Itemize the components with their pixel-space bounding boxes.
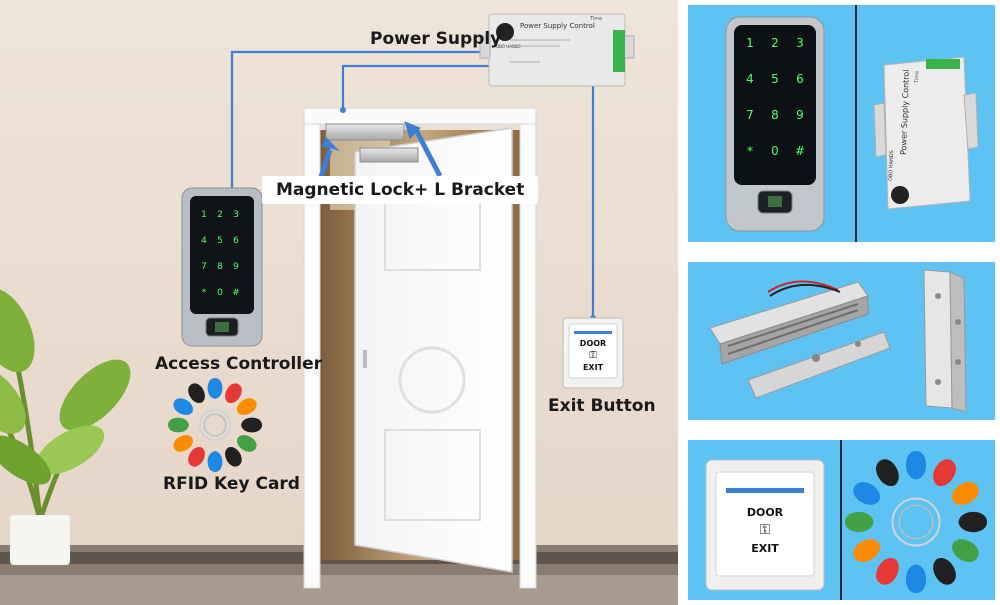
rfid-fob [188,383,205,403]
diagram-illustration: Power Supply Control Time OBO HANDS 123 4… [0,0,678,605]
keypad-key: 8 [771,108,779,122]
power-supply-product-time: Time [914,71,920,84]
keypad-key: 9 [796,108,804,122]
keypad-key: 0 [771,144,779,158]
keypad-key: 6 [233,236,239,246]
keypad-key: * [747,144,753,158]
rfid-fob [845,511,874,533]
keypad-key: 4 [746,72,754,86]
rfid-fob [168,417,189,433]
keypad-key: 1 [746,36,754,50]
product-panel-keypad-power: 1 2 3 4 5 6 7 8 9 * 0 # Power Supply Control OBO HA… [688,5,995,242]
power-supply-label: Power Supply [370,29,502,49]
rfid-fob [876,459,899,486]
keypad-key: 5 [771,72,779,86]
rfid-key-card-label: RFID Key Card [163,474,300,494]
power-supply-product-brand: OBO HANDS [888,150,895,181]
power-supply-time: Time [589,16,602,22]
svg-text:⚿: ⚿ [760,522,771,538]
keypad-key: 3 [796,36,804,50]
svg-text:⚿: ⚿ [589,350,597,361]
rfid-fob [853,539,880,562]
rfid-fob [207,451,223,472]
power-supply-unit: Power Supply Control Time OBO HANDS [479,13,635,87]
exit-product-exit-text: EXIT [751,542,779,555]
keypad-key: 0 [217,288,223,298]
exit-button-label: Exit Button [548,396,656,416]
rfid-fob [905,451,927,480]
rfid-fob [952,482,979,505]
rfid-fob [876,558,899,585]
rfid-fobs-main [168,378,262,472]
exit-button-device: DOOR ⚿ EXIT [562,317,624,389]
plant [0,287,131,565]
rfid-fob [933,459,956,486]
door-leaf [354,127,513,573]
wiring [230,50,595,318]
keypad-key: * [202,288,207,298]
rfid-fob [933,558,956,585]
rfid-fobs-product [845,451,987,593]
keypad-key: 7 [746,108,754,122]
power-supply-brand: OBO HANDS [496,44,521,49]
access-controller-label: Access Controller [155,354,323,374]
rfid-fob [188,447,205,467]
keypad-key: 5 [217,236,223,246]
rfid-fob [958,511,987,533]
exit-plate-door-text: DOOR [580,339,606,348]
rfid-fob [173,398,193,415]
rfid-fob [173,435,193,452]
rfid-fob [853,482,880,505]
door-handle [363,350,367,368]
rfid-fob [952,539,979,562]
exit-button-product: DOOR ⚿ EXIT [705,459,825,591]
rfid-fob [225,383,242,403]
keypad-key: 8 [217,262,223,272]
keypad-large: 1 2 3 4 5 6 7 8 9 * 0 # [746,36,805,158]
magnetic-lock-product [709,280,891,399]
key-ring [891,497,941,547]
armature-plate [359,147,419,163]
magnetic-lock [325,123,405,141]
door-frame-top [303,107,537,125]
l-bracket-product [923,269,967,413]
key-ring-inner [898,504,934,540]
keypad-key: 3 [233,210,239,220]
key-ring [198,408,232,442]
rfid-fob [207,378,223,399]
keypad-key: # [795,144,805,158]
keypad-key: 2 [217,210,223,220]
keypad-large-device: 1 2 3 4 5 6 7 8 9 * 0 # [725,16,825,232]
exit-product-door-text: DOOR [747,506,784,519]
keypad-key: 9 [233,262,239,272]
keypad-key: 7 [201,262,207,272]
exit-plate-exit-text: EXIT [583,363,604,372]
power-supply-title: Power Supply Control [520,22,595,30]
key-ring-inner [203,413,227,437]
rfid-fob [905,564,927,593]
rfid-fob [225,447,242,467]
keypad-key: 1 [201,210,207,220]
power-supply-product-title: Power Supply Control [899,69,911,155]
rfid-fob [237,398,257,415]
magnetic-lock-label: Magnetic Lock+ L Bracket [262,176,539,204]
product-panel-lock [688,262,995,420]
power-supply-product: Power Supply Control OBO HANDS Time [873,56,979,210]
product-panel-exit-fobs: DOOR ⚿ EXIT [688,440,995,600]
rfid-fob [241,417,262,433]
lock-arrows [317,121,443,181]
keypad-key: # [232,288,240,298]
keypad-key: 2 [771,36,779,50]
keypad-key: 6 [796,72,804,86]
keypad-key: 4 [201,236,207,246]
rfid-fob [237,435,257,452]
